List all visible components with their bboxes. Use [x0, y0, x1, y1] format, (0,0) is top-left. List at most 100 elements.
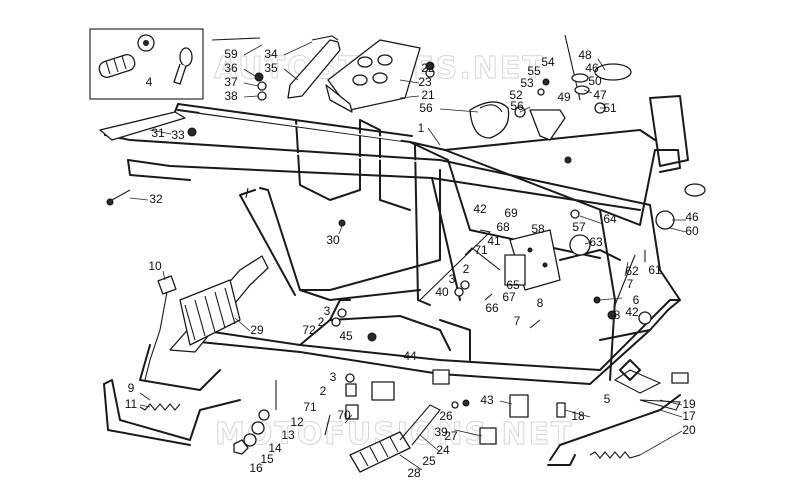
callout-number: 2	[318, 315, 325, 329]
bracket-55	[529, 109, 566, 141]
callout-number: 2	[463, 262, 470, 276]
callout-number: 42	[625, 305, 639, 319]
battery-tray	[325, 39, 421, 113]
callout-number: 72	[302, 323, 316, 337]
side-stand-pivot	[671, 372, 689, 384]
callout-number: 24	[436, 443, 450, 457]
callout-number: 62	[625, 264, 639, 278]
right-side-parts	[419, 183, 706, 445]
callout-number: 71	[303, 400, 317, 414]
grommet-60	[655, 210, 675, 230]
callout-number: 45	[339, 329, 353, 343]
callout-number: 48	[578, 48, 592, 62]
callout-number: 28	[407, 466, 421, 480]
callout-number: 3	[324, 304, 331, 318]
callout-number: 32	[149, 192, 163, 206]
callout-number: 8	[614, 308, 621, 322]
callout-number: 34	[264, 47, 278, 61]
key-head	[179, 47, 193, 67]
callout-number: 54	[541, 55, 555, 69]
lock-barrel	[98, 53, 136, 79]
callout-number: 46	[685, 210, 699, 224]
callout-number: 44	[403, 349, 417, 363]
callout-number: 18	[571, 409, 585, 423]
footrest-rubber-28	[349, 431, 411, 473]
callout-number: 63	[589, 235, 603, 249]
rod-34	[311, 35, 339, 41]
callout-number: 14	[268, 441, 282, 455]
callout-number: 6	[633, 293, 640, 307]
right-footrest	[349, 404, 441, 473]
rod-59	[211, 37, 261, 41]
callout-number: 16	[249, 461, 263, 475]
callout-number: 23	[418, 75, 432, 89]
center-stand	[103, 344, 241, 446]
callout-number: 70	[337, 408, 351, 422]
callout-number: 51	[603, 101, 617, 115]
callout-number: 52	[509, 88, 523, 102]
callout-number: 19	[682, 397, 696, 411]
callout-number: 33	[171, 128, 185, 142]
callout-number: 59	[224, 47, 238, 61]
callout-number: 12	[290, 415, 304, 429]
callout-number: 71	[474, 243, 488, 257]
callout-number: 49	[557, 90, 571, 104]
callout-number: 66	[485, 301, 499, 315]
main-frame	[104, 95, 689, 381]
callout-number: 35	[264, 61, 278, 75]
callout-number: 30	[326, 233, 340, 247]
horn-57	[569, 234, 591, 256]
callout-number: 8	[537, 296, 544, 310]
ignition-lock-inset	[89, 28, 204, 100]
callout-number: 58	[531, 222, 545, 236]
callout-number: 60	[685, 224, 699, 238]
callout-number: 68	[496, 220, 510, 234]
callout-number: 41	[487, 234, 501, 248]
callout-number: 1	[418, 121, 425, 135]
bracket-35	[287, 39, 341, 99]
callout-number: 69	[504, 206, 518, 220]
left-footrest	[144, 255, 269, 381]
callout-number: 25	[422, 454, 436, 468]
callout-number: 5	[604, 392, 611, 406]
pin-18	[556, 402, 566, 418]
callout-number: 56	[510, 99, 524, 113]
callout-number: 57	[572, 220, 586, 234]
callout-number: 39	[434, 425, 448, 439]
callout-number: 50	[588, 74, 602, 88]
callout-number: 55	[527, 64, 541, 78]
callout-number: 4	[146, 75, 153, 89]
callout-number: 53	[520, 76, 534, 90]
callout-number: 67	[502, 290, 516, 304]
callout-number: 21	[421, 88, 435, 102]
callout-number: 3	[330, 370, 337, 384]
callout-number: 7	[514, 314, 521, 328]
callout-number: 9	[128, 381, 135, 395]
callout-labels: 1222333456778891011121314151617181920212…	[125, 47, 699, 480]
callout-number: 29	[250, 323, 264, 337]
callout-number: 11	[125, 397, 138, 411]
footrest-bracket	[432, 369, 450, 385]
callout-number: 13	[281, 428, 295, 442]
bushing-43	[509, 394, 529, 418]
callout-number: 10	[148, 259, 162, 273]
callout-number: 42	[473, 202, 487, 216]
callout-number: 31	[151, 126, 165, 140]
bracket-31	[99, 111, 186, 141]
callout-number: 22	[421, 61, 435, 75]
callout-number: 17	[682, 409, 696, 423]
callout-number: 38	[224, 89, 238, 103]
cap-46b	[684, 183, 706, 197]
callout-number: 46	[585, 61, 599, 75]
callout-number: 36	[224, 61, 238, 75]
callout-number: 61	[648, 263, 662, 277]
callout-number: 64	[603, 212, 617, 226]
leader-lines	[129, 41, 687, 471]
callout-number: 15	[260, 452, 274, 466]
pin-27	[479, 427, 497, 445]
pedal-rubber-10	[157, 275, 177, 295]
callout-number: 2	[320, 384, 327, 398]
key-blade	[173, 63, 187, 85]
callout-number: 37	[224, 75, 238, 89]
